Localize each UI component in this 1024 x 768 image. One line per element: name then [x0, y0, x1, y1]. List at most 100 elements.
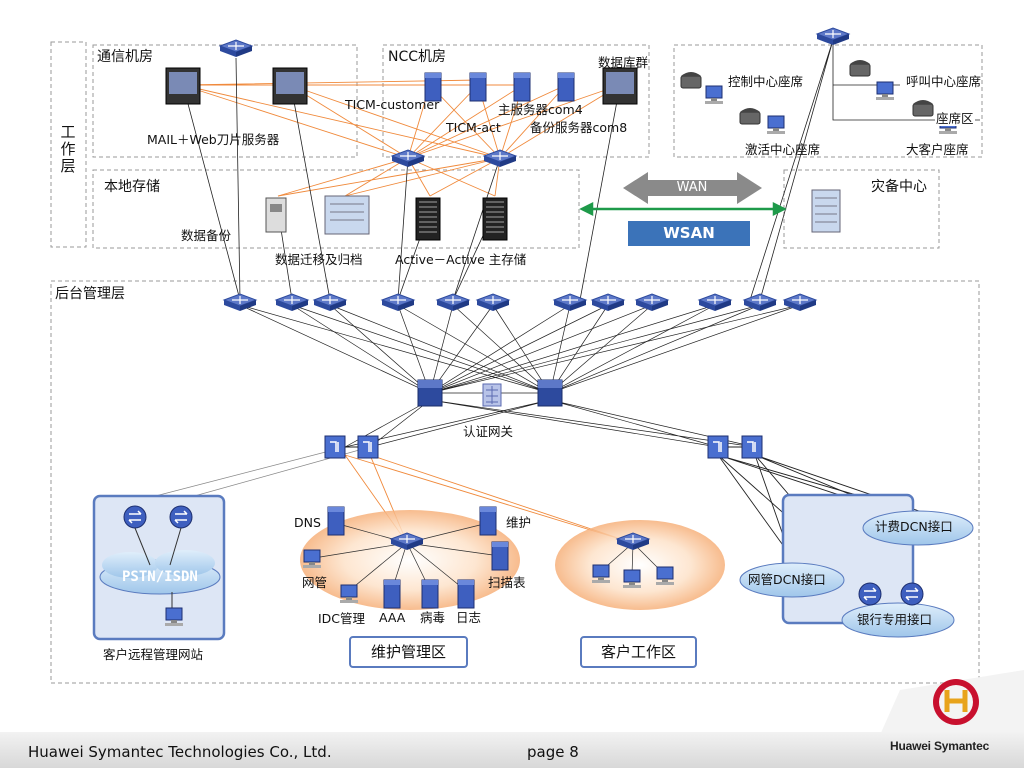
billing-dcn-cloud — [862, 510, 974, 546]
backend-switch — [476, 293, 510, 312]
auth-gateway-label: 认证网关 — [463, 424, 514, 439]
main-server — [513, 72, 531, 102]
control-seat-pc — [704, 85, 724, 105]
scanner-server — [491, 541, 509, 571]
db-cluster-cabinet — [602, 67, 638, 105]
backend-switch — [275, 293, 309, 312]
vip-seat-label: 大客户座席 — [906, 142, 969, 157]
wan-label: WAN — [676, 180, 708, 195]
netmgmt-dcn-cloud — [739, 562, 845, 598]
backup-tape-device — [265, 197, 287, 233]
core-switch-right — [537, 379, 563, 407]
work-layer-label: 工作层 — [60, 123, 76, 175]
customer-zone-button[interactable]: 客户工作区 — [580, 636, 697, 668]
wsan-label: WSAN — [663, 224, 715, 242]
backend-switch — [436, 293, 470, 312]
wsan-badge-bg — [628, 221, 750, 246]
data-migration-label: 数据迁移及归档 — [275, 252, 363, 267]
dr-center-label: 灾备中心 — [871, 179, 927, 195]
company-name: Huawei Symantec Technologies Co., Ltd. — [28, 743, 332, 761]
auth-gateway-left-1 — [324, 435, 346, 459]
backend-switch — [743, 293, 777, 312]
active-storage-label: Active－Active 主存储 — [395, 252, 527, 267]
active-storage-rack-2 — [482, 197, 508, 241]
remote-router-2 — [169, 505, 193, 529]
activation-seat-label: 激活中心座席 — [745, 142, 821, 157]
idc-pc — [339, 584, 359, 604]
backend-switch — [635, 293, 669, 312]
remote-router-1 — [123, 505, 147, 529]
zone-seat-frame — [673, 44, 983, 158]
netmgmt-dcn-label: 网管DCN接口 — [748, 572, 826, 587]
netmgmt-pc — [302, 549, 322, 569]
remote-site-pc — [164, 607, 184, 627]
mail-blade-server-1 — [165, 67, 201, 105]
ncc-room-label: NCC机房 — [388, 49, 447, 65]
dns-label: DNS — [294, 515, 321, 530]
wan-arrow — [623, 172, 762, 204]
active-storage-rack-1 — [415, 197, 441, 241]
idc-label: IDC管理 — [318, 611, 366, 626]
data-backup-label: 数据备份 — [181, 228, 232, 243]
bank-router-2 — [900, 582, 924, 606]
backend-switch — [553, 293, 587, 312]
aaa-server — [383, 579, 401, 609]
scanner-label: 扫描表 — [488, 575, 526, 590]
backend-switch-row — [223, 293, 817, 312]
ticm-act-server — [469, 72, 487, 102]
call-seat-label: 呼叫中心座席 — [906, 74, 982, 89]
bank-cloud — [841, 602, 955, 638]
ticm-act-label: TICM-act — [446, 120, 501, 135]
dns-server — [327, 506, 345, 536]
virus-server — [421, 579, 439, 609]
huawei-symantec-logo-icon — [880, 670, 1024, 735]
backend-layer-label: 后台管理层 — [55, 286, 125, 302]
customer-pc-2 — [622, 569, 642, 589]
zone-work-layer-frame — [50, 41, 87, 248]
activation-seat-phone — [739, 107, 761, 125]
maint-zone-button[interactable]: 维护管理区 — [349, 636, 468, 668]
virus-label: 病毒 — [420, 610, 446, 625]
backend-switch — [591, 293, 625, 312]
bank-iface-label: 银行专用接口 — [857, 612, 933, 627]
log-server — [457, 579, 475, 609]
backend-switch — [313, 293, 347, 312]
customer-pc-3 — [655, 566, 675, 586]
db-cluster-label: 数据库群 — [598, 55, 649, 70]
wsan-link — [579, 201, 787, 217]
maintain-label: 维护 — [506, 515, 532, 530]
dr-storage — [811, 189, 841, 233]
auth-gateway-right-2 — [741, 435, 763, 459]
billing-dcn-label: 计费DCN接口 — [875, 519, 953, 534]
ticm-customer-label: TICM-customer — [345, 97, 440, 112]
remote-site-label: 客户远程管理网站 — [103, 647, 204, 662]
customer-zone-glow — [555, 520, 725, 610]
customer-pc-1 — [591, 564, 611, 584]
call-seat-phone — [849, 59, 871, 77]
local-storage-label: 本地存储 — [104, 179, 160, 195]
aaa-label: AAA — [379, 610, 406, 625]
seat-switch — [816, 27, 850, 46]
pstn-label: PSTN/ISDN — [122, 569, 198, 585]
zone-local-storage-frame — [92, 169, 580, 249]
brand-logo-text: Huawei Symantec — [890, 739, 990, 753]
call-seat-pc — [875, 81, 895, 101]
control-seat-label: 控制中心座席 — [728, 74, 804, 89]
mail-web-label: MAIL＋Web刀片服务器 — [147, 132, 280, 147]
footer-bar: Huawei Symantec Technologies Co., Ltd. p… — [0, 732, 1024, 768]
netmgmt-label: 网管 — [302, 575, 328, 590]
comm-core-switch — [219, 39, 253, 58]
bank-router-1 — [858, 582, 882, 606]
firewall-icon — [482, 383, 502, 407]
comm-room-label: 通信机房 — [97, 49, 153, 65]
auth-gateway-left-2 — [357, 435, 379, 459]
zone-backend-frame — [50, 280, 980, 684]
migration-storage — [324, 195, 370, 235]
zone-comm-room-frame — [92, 44, 358, 158]
activation-seat-pc — [766, 115, 786, 135]
seat-zone-label: 座席区 — [935, 111, 975, 126]
backup-server-label: 备份服务器com8 — [530, 120, 628, 135]
control-seat-phone — [680, 71, 702, 89]
backup-server — [557, 72, 575, 102]
